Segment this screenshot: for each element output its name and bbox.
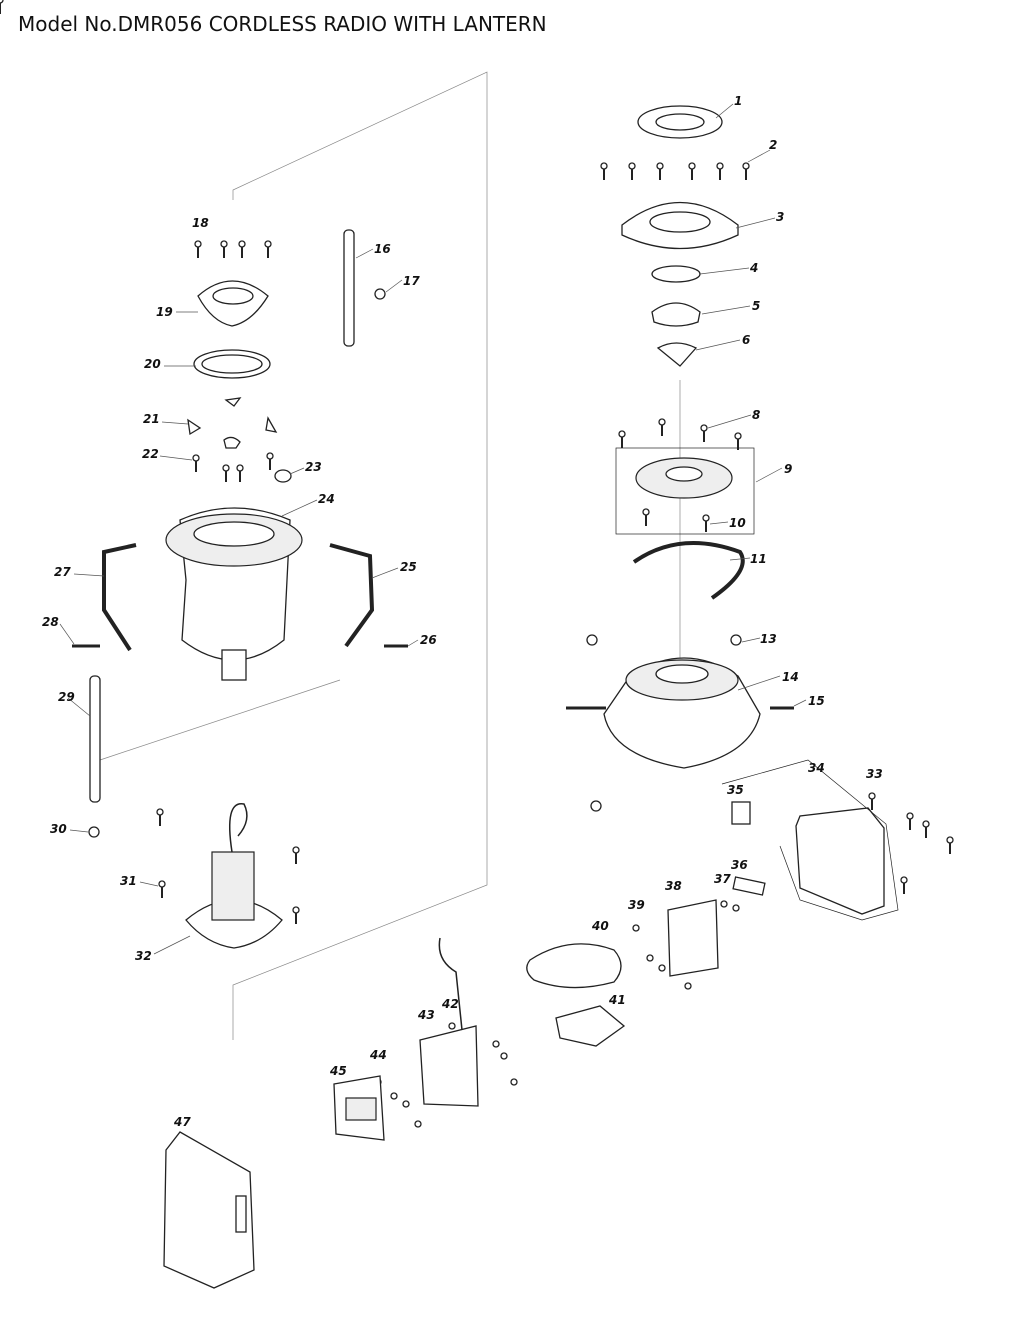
part-label: 23 — [305, 460, 322, 474]
part-29-rod — [89, 675, 101, 803]
part-label: 21 — [143, 412, 160, 426]
part-label: 13 — [760, 632, 777, 646]
part-label: 27 — [54, 565, 71, 579]
part-label: 6 — [742, 333, 751, 347]
part-label: 38 — [665, 879, 682, 893]
part-30-knob — [88, 826, 100, 838]
part-label: 19 — [156, 305, 173, 319]
part-22-screws — [192, 452, 274, 483]
part-label: 45 — [330, 1064, 347, 1078]
part-45-display-board — [333, 1075, 385, 1141]
part-label: 17 — [403, 274, 420, 288]
part-label: 42 — [442, 997, 459, 1011]
part-13-knobs — [586, 634, 742, 812]
part-label: 32 — [135, 949, 152, 963]
part-label: 16 — [374, 242, 391, 256]
part-label: 5 — [752, 299, 761, 313]
part-label: 8 — [752, 408, 761, 422]
part-label: 3 — [776, 210, 785, 224]
part-37-39-screws — [632, 900, 740, 990]
part-label: 1 — [734, 94, 743, 108]
part-25-27-handles — [102, 543, 375, 652]
part-label: 40 — [592, 919, 609, 933]
part-label: 25 — [400, 560, 417, 574]
part-label: 44 — [370, 1048, 387, 1062]
part-10-screws — [642, 508, 710, 533]
part-5-lens — [651, 302, 701, 327]
part-label: 34 — [808, 761, 825, 775]
part-20-gasket — [193, 349, 271, 379]
part-label: 4 — [750, 261, 759, 275]
part-35-clip — [731, 801, 751, 825]
part-14-housing — [603, 657, 761, 769]
part-43-pcb — [419, 937, 479, 1107]
part-label: 31 — [120, 874, 137, 888]
part-label: 30 — [50, 822, 67, 836]
part-label: 41 — [609, 993, 626, 1007]
leader-lines — [59, 103, 807, 955]
part-18-screws — [194, 240, 272, 259]
part-label: 26 — [420, 633, 437, 647]
part-label: 35 — [727, 783, 744, 797]
part-38-board — [667, 899, 719, 977]
part-2-screws — [0, 0, 750, 181]
part-label: 10 — [729, 516, 746, 530]
part-label: 24 — [318, 492, 335, 506]
part-label: 15 — [808, 694, 825, 708]
part-16-rod — [343, 229, 355, 347]
part-label: 39 — [628, 898, 645, 912]
part-1-ring — [637, 105, 723, 139]
part-23-knob — [274, 469, 292, 483]
part-label: 14 — [782, 670, 799, 684]
part-label: 20 — [144, 357, 161, 371]
part-label: 29 — [58, 690, 75, 704]
part-label: 28 — [42, 615, 59, 629]
part-17-knob — [374, 288, 386, 300]
part-11-handle-strap — [632, 541, 745, 600]
part-21-clips — [187, 397, 278, 449]
part-label: 18 — [192, 216, 209, 230]
part-label: 33 — [866, 767, 883, 781]
part-4-oring — [651, 265, 701, 283]
diagram-title: Model No.DMR056 CORDLESS RADIO WITH LANT… — [18, 12, 547, 36]
part-47-front-cover — [163, 1131, 255, 1289]
part-3-cover — [621, 201, 739, 250]
part-19-speaker — [197, 280, 269, 327]
part-label: 47 — [174, 1115, 191, 1129]
part-label: 2 — [769, 138, 778, 152]
part-40-gasket — [526, 943, 622, 989]
part-34-rear-housing — [721, 759, 899, 921]
part-label: 9 — [784, 462, 793, 476]
part-label: 43 — [418, 1008, 435, 1022]
part-label: 37 — [714, 872, 731, 886]
part-6-reflector — [656, 342, 698, 367]
part-41-switch — [555, 1005, 626, 1047]
part-32-led-module — [185, 803, 283, 949]
part-24-lantern-body — [165, 507, 303, 681]
part-label: 11 — [750, 552, 767, 566]
part-label: 22 — [142, 447, 159, 461]
part-9-led-board-box — [615, 447, 755, 535]
part-label: 36 — [731, 858, 748, 872]
part-36-plate — [732, 876, 766, 896]
